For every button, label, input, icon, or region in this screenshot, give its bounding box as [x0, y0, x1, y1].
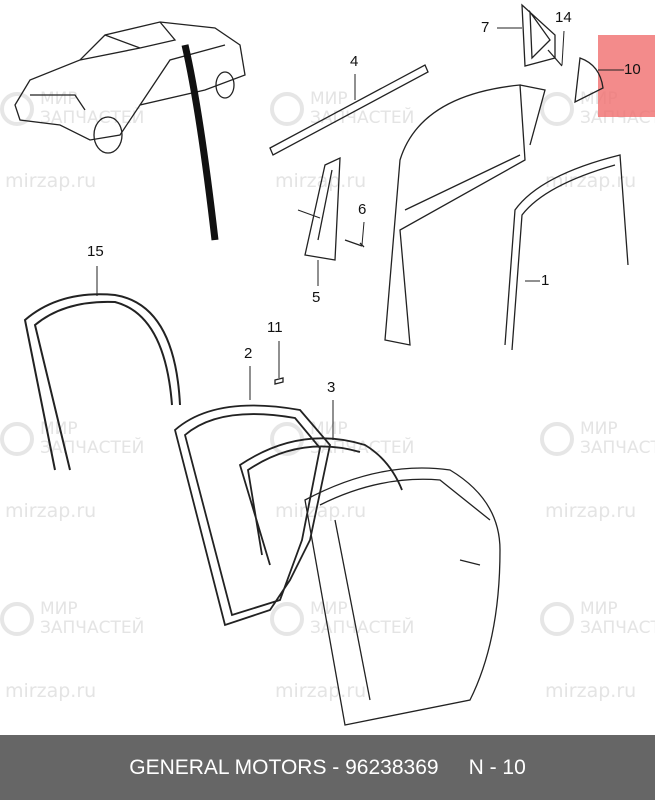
part-11-clip — [274, 377, 284, 385]
part-7-window-frame — [521, 3, 556, 67]
part-6-screw — [344, 239, 365, 248]
part-2-door-seal — [173, 404, 331, 627]
position-label: N - 10 — [468, 755, 526, 779]
part-4-belt-molding — [269, 64, 429, 156]
callout-4: 4 — [350, 53, 359, 70]
callout-1: 1 — [541, 272, 550, 289]
car-illustration — [14, 21, 246, 241]
leader-lines — [96, 27, 624, 440]
rear-door-panel — [304, 467, 501, 726]
callout-15: 15 — [87, 243, 104, 260]
callout-10: 10 — [624, 61, 641, 78]
part-1-door-panel — [384, 84, 546, 346]
part-14-screw — [547, 49, 563, 67]
exploded-door-diagram — [14, 3, 629, 726]
part-10-corner-cover — [574, 57, 604, 104]
part-1-weatherstrip — [504, 154, 629, 351]
part-5-pillar-trim — [304, 156, 341, 261]
part-info-footer: GENERAL MOTORS - 96238369 N - 10 — [0, 735, 655, 800]
callout-6: 6 — [358, 201, 367, 218]
part-3-window-channel — [238, 437, 403, 566]
callout-5: 5 — [312, 289, 321, 306]
callout-2: 2 — [244, 345, 253, 362]
callout-14: 14 — [555, 9, 572, 26]
part-15-door-seal — [23, 293, 181, 471]
highlighted-part-box — [598, 35, 655, 117]
callout-3: 3 — [327, 379, 336, 396]
callout-11: 11 — [267, 319, 283, 336]
callout-7: 7 — [481, 19, 490, 36]
part-info-text: GENERAL MOTORS - 96238369 — [129, 755, 439, 779]
